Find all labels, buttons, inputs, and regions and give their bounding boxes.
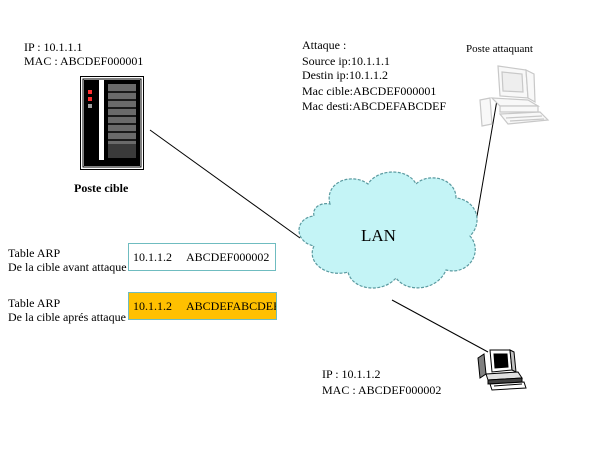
lan-label: LAN [361,226,396,245]
target-mac: MAC : ABCDEF000001 [24,54,144,68]
arp-after-ip: 10.1.1.2 [133,299,172,313]
attack-line-mac-desti: Mac desti:ABCDEFABCDEF [302,99,447,113]
host-mac: MAC : ABCDEF000002 [322,383,442,397]
arp-before-ip: 10.1.1.2 [133,250,172,264]
arp-before-table: 10.1.1.2 ABCDEF000002 [128,243,276,271]
target-ip: IP : 10.1.1.1 [24,40,83,54]
link-lan-host [391,299,489,353]
host-ip: IP : 10.1.1.2 [322,367,381,381]
arp-after-caption-1: Table ARP [8,296,61,310]
arp-after-mac: ABCDEFABCDEF [186,299,277,313]
desktop-computer-icon [479,65,550,127]
server-tower-icon [80,76,144,170]
cloud-icon [298,171,478,289]
target-label: Poste cible [74,181,129,195]
attack-line-source-ip: Source ip:10.1.1.1 [302,54,390,68]
arp-before-mac: ABCDEF000002 [186,250,270,264]
arp-before-caption-2: De la cible avant attaque [8,260,127,274]
arp-before-caption-1: Table ARP [8,246,61,260]
attack-line-mac-cible: Mac cible:ABCDEF000001 [302,84,437,98]
attack-line-dest-ip: Destin ip:10.1.1.2 [302,68,388,82]
link-target-lan [149,129,301,239]
attacker-label: Poste attaquant [466,43,533,55]
desktop-computer-icon [477,349,527,391]
arp-after-caption-2: De la cible aprés attaque [8,310,126,324]
attack-title: Attaque : [302,38,347,52]
link-attacker-lan [475,99,498,223]
arp-after-table: 10.1.1.2 ABCDEFABCDEF [128,292,277,320]
